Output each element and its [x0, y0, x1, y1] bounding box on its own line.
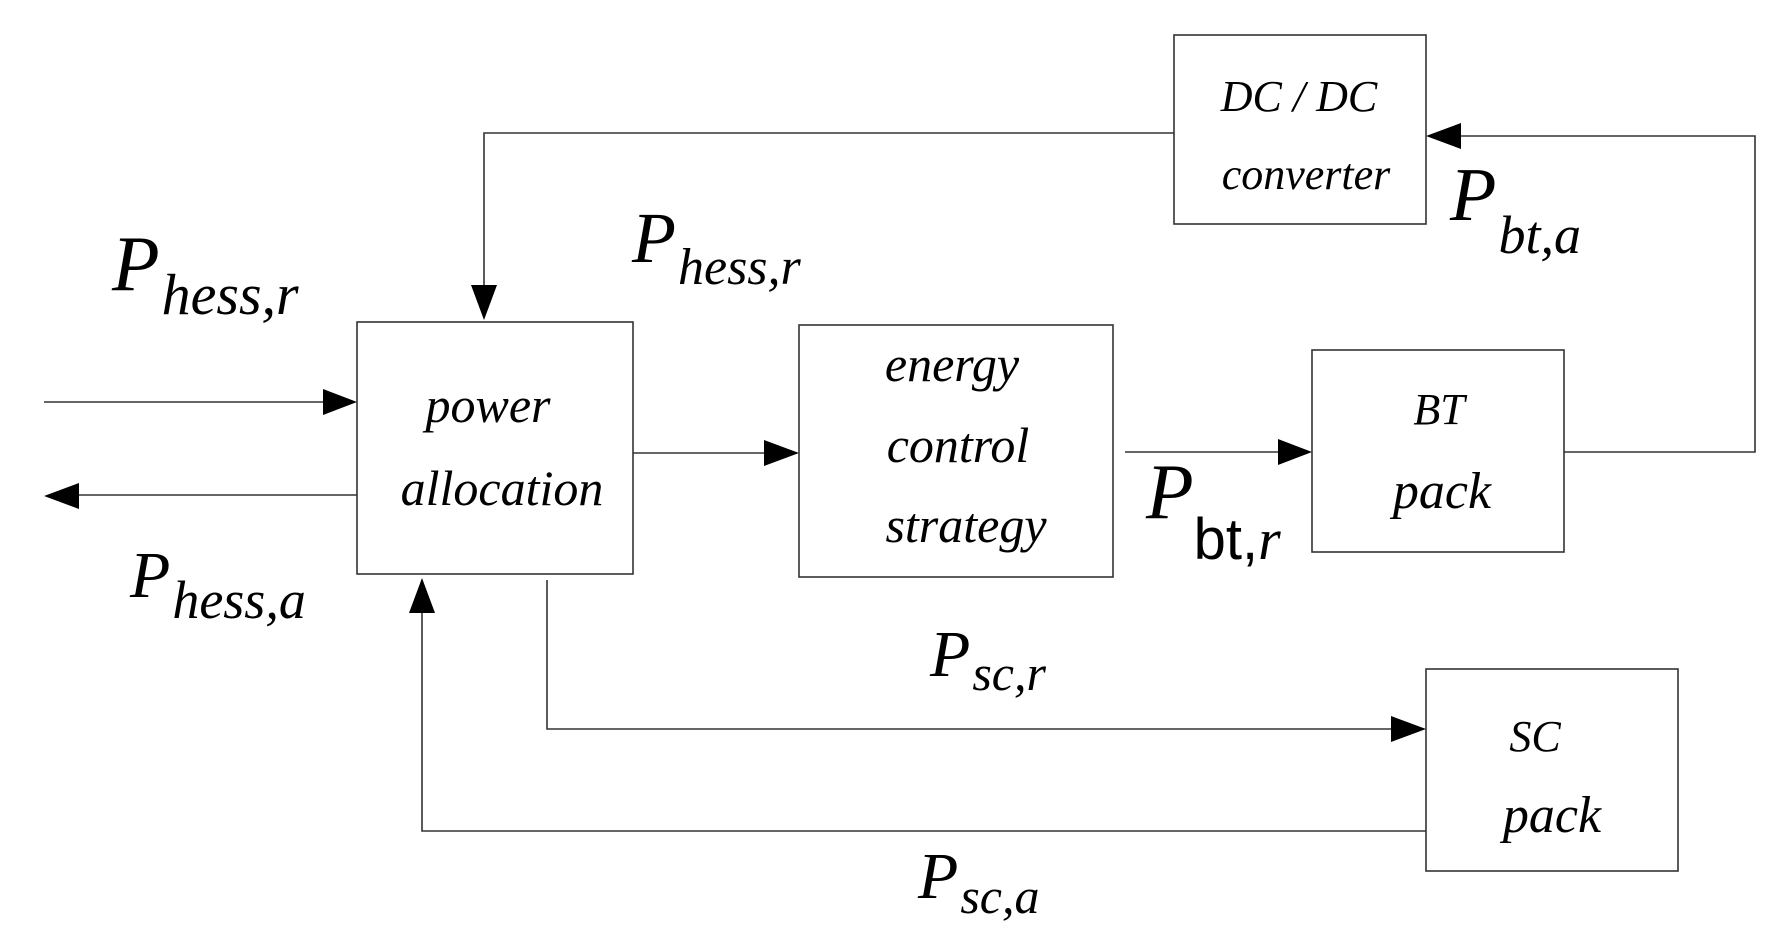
dcdc-label-line1: DC / DC — [1220, 72, 1378, 121]
output-arrow-p-hess-a — [44, 483, 357, 509]
bt-pack-box — [1311, 349, 1565, 553]
bt-pack-label-line2: pack — [1389, 463, 1492, 520]
sc-pack-label-line1: SC — [1509, 712, 1561, 761]
dcdc-converter-box — [1173, 34, 1427, 225]
energy-control-label-line3: strategy — [885, 497, 1047, 553]
feedback-bt-to-dcdc — [1426, 123, 1756, 453]
feedback-sc-to-power-allocation — [409, 578, 1426, 832]
input-arrow-p-hess-r — [44, 389, 357, 415]
energy-control-strategy-box — [798, 324, 1114, 578]
feedback-dcdc-to-power-allocation — [471, 132, 1174, 320]
arrow-power-to-sc-pack — [546, 580, 1426, 742]
label-p-hess-r-middle: Phess,r — [631, 198, 802, 296]
label-p-hess-r-input: Phess,r — [111, 220, 299, 327]
power-allocation-label-line1: power — [423, 377, 552, 433]
energy-control-label-line1: energy — [885, 336, 1020, 392]
label-p-bt-a: Pbt,a — [1449, 153, 1581, 265]
sc-pack-block: SC pack — [1425, 668, 1679, 872]
sc-pack-box — [1425, 668, 1679, 872]
energy-control-label-line2: control — [887, 417, 1030, 473]
label-p-sc-a: Psc,a — [917, 840, 1039, 924]
arrow-power-to-energy-control — [633, 440, 799, 466]
label-p-bt-r: Pbt,r — [1145, 448, 1281, 572]
power-allocation-box — [356, 321, 634, 575]
dcdc-label-line2: converter — [1222, 150, 1391, 199]
power-allocation-label-line2: allocation — [401, 460, 604, 516]
bt-pack-block: BT pack — [1311, 349, 1565, 553]
energy-control-strategy-block: energy control strategy — [798, 324, 1114, 578]
dcdc-converter-block: DC / DC converter — [1173, 34, 1427, 225]
arrow-energy-control-to-bt — [1125, 439, 1312, 465]
power-allocation-block: power allocation — [356, 321, 634, 575]
label-p-hess-a-output: Phess,a — [129, 539, 306, 630]
sc-pack-label-line2: pack — [1499, 787, 1602, 844]
label-p-sc-r: Psc,r — [929, 618, 1046, 701]
bt-pack-label-line1: BT — [1413, 385, 1468, 434]
